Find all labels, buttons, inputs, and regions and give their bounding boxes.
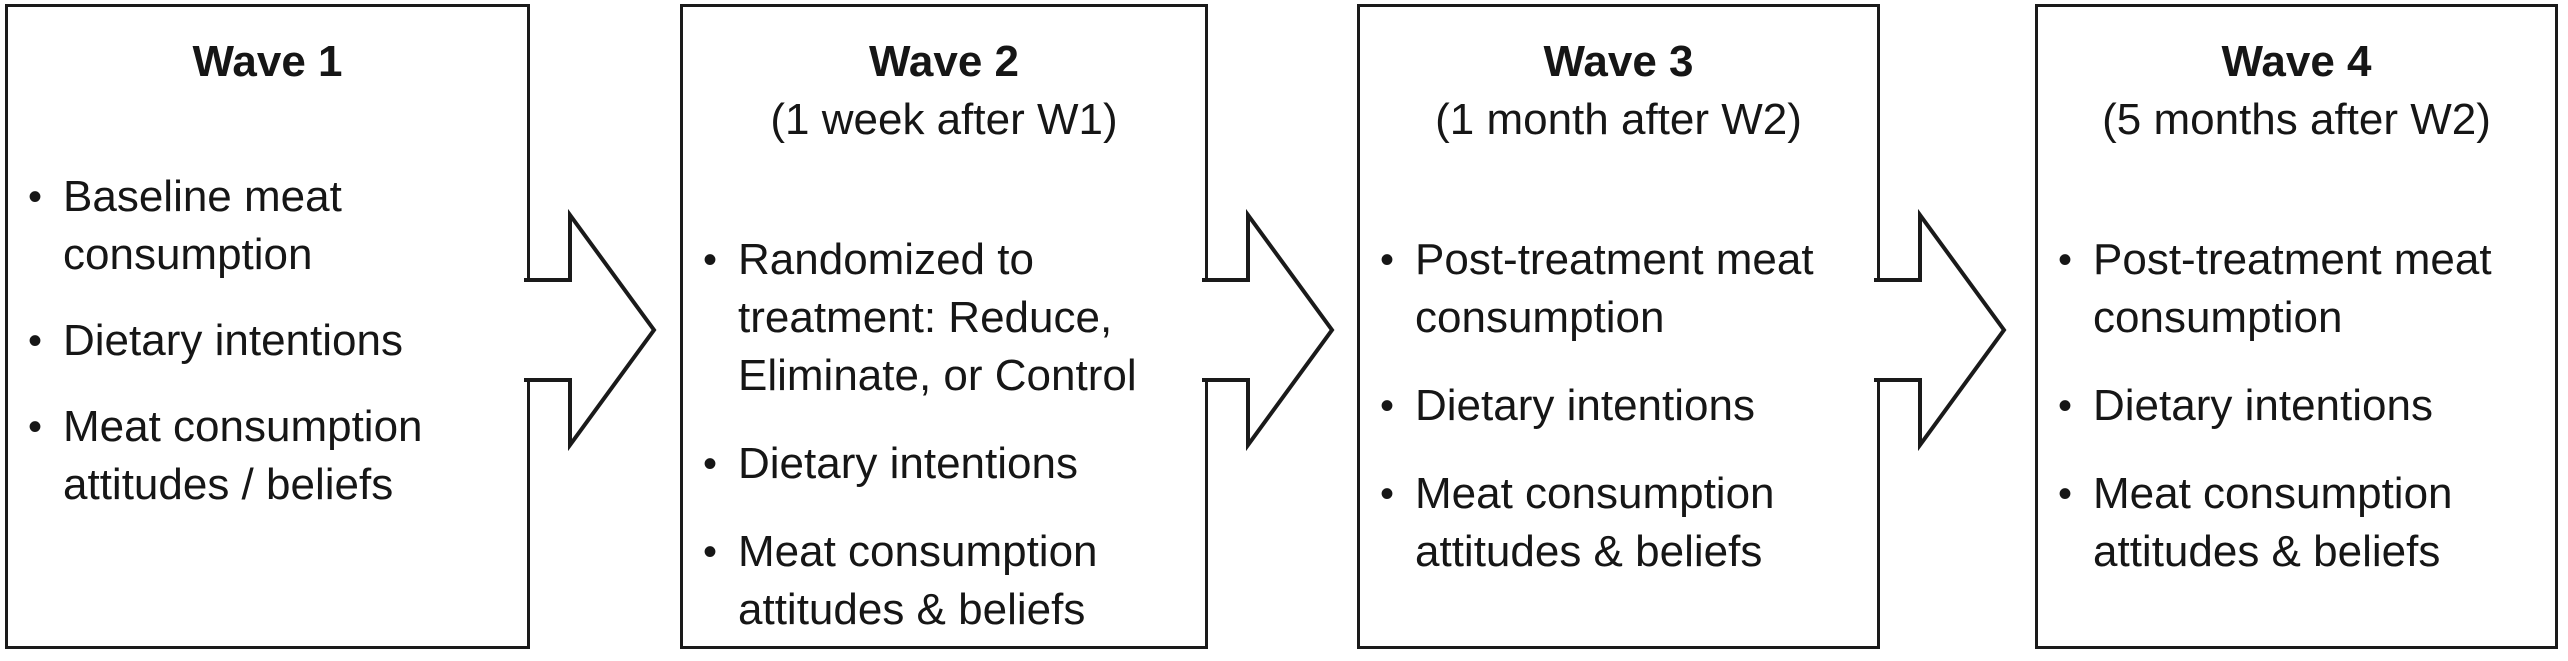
flow-arrow-right-icon	[1202, 208, 1335, 452]
wave-4-subtitle: (5 months after W2)	[2102, 95, 2491, 144]
bullet-item: • Meat consumption attitudes & beliefs	[1368, 465, 1869, 581]
bullet-dot-icon: •	[2058, 384, 2073, 428]
bullet-line: Meat consumption	[738, 527, 1098, 576]
bullet-line: Meat consumption	[2093, 469, 2453, 518]
bullet-item: • Dietary intentions	[691, 435, 1197, 493]
bullet-line: Dietary intentions	[2093, 381, 2433, 430]
bullet-dot-icon: •	[28, 175, 43, 219]
bullet-dot-icon: •	[2058, 238, 2073, 282]
bullet-item: • Meat consumption attitudes & beliefs	[691, 523, 1197, 639]
bullet-line: Meat consumption	[1415, 469, 1775, 518]
bullet-line: consumption	[63, 230, 313, 279]
wave-3-bullet-list: • Post-treatment meat consumption • Diet…	[1368, 231, 1869, 581]
bullet-line: attitudes & beliefs	[1415, 527, 1763, 576]
bullet-line: attitudes & beliefs	[738, 585, 1086, 634]
bullet-line: treatment: Reduce,	[738, 293, 1113, 342]
wave-2-box: Wave 2 (1 week after W1) • Randomized to…	[680, 4, 1208, 649]
bullet-dot-icon: •	[1380, 238, 1395, 282]
bullet-line: consumption	[2093, 293, 2343, 342]
wave-3-box: Wave 3 (1 month after W2) • Post-treatme…	[1357, 4, 1880, 649]
bullet-line: Dietary intentions	[738, 439, 1078, 488]
flow-arrow-right-icon	[1874, 208, 2007, 452]
wave-2-bullet-list: • Randomized to treatment: Reduce, Elimi…	[691, 231, 1197, 639]
bullet-line: Post-treatment meat	[1415, 235, 1814, 284]
bullet-dot-icon: •	[703, 530, 718, 574]
bullet-line: attitudes & beliefs	[2093, 527, 2441, 576]
bullet-line: Meat consumption	[63, 402, 423, 451]
wave-3-title: Wave 3	[1543, 37, 1694, 86]
bullet-item: • Randomized to treatment: Reduce, Elimi…	[691, 231, 1197, 405]
wave-2-subtitle: (1 week after W1)	[770, 95, 1118, 144]
bullet-item: • Post-treatment meat consumption	[2046, 231, 2547, 347]
wave-4-title: Wave 4	[2221, 37, 2372, 86]
wave-4-bullet-list: • Post-treatment meat consumption • Diet…	[2046, 231, 2547, 581]
bullet-dot-icon: •	[1380, 384, 1395, 428]
bullet-line: Post-treatment meat	[2093, 235, 2492, 284]
bullet-line: Dietary intentions	[63, 316, 403, 365]
bullet-item: • Meat consumption attitudes / beliefs	[16, 398, 519, 514]
wave-4-box: Wave 4 (5 months after W2) • Post-treatm…	[2035, 4, 2558, 649]
bullet-item: • Post-treatment meat consumption	[1368, 231, 1869, 347]
bullet-line: consumption	[1415, 293, 1665, 342]
bullet-dot-icon: •	[28, 405, 43, 449]
wave-3-subtitle: (1 month after W2)	[1435, 95, 1802, 144]
bullet-dot-icon: •	[703, 442, 718, 486]
bullet-dot-icon: •	[2058, 472, 2073, 516]
bullet-dot-icon: •	[703, 238, 718, 282]
wave-2-title: Wave 2	[868, 37, 1019, 86]
bullet-dot-icon: •	[1380, 472, 1395, 516]
bullet-item: • Dietary intentions	[2046, 377, 2547, 435]
bullet-item: • Meat consumption attitudes & beliefs	[2046, 465, 2547, 581]
bullet-item: • Dietary intentions	[1368, 377, 1869, 435]
bullet-line: Baseline meat	[63, 172, 342, 221]
bullet-item: • Baseline meat consumption	[16, 168, 519, 284]
bullet-line: Dietary intentions	[1415, 381, 1755, 430]
flow-arrow-right-icon	[524, 208, 657, 452]
wave-1-title: Wave 1	[192, 37, 343, 86]
bullet-line: attitudes / beliefs	[63, 460, 394, 509]
bullet-line: Randomized to	[738, 235, 1034, 284]
bullet-item: • Dietary intentions	[16, 312, 519, 370]
wave-1-box: Wave 1 • Baseline meat consumption • Die…	[5, 4, 530, 649]
bullet-dot-icon: •	[28, 319, 43, 363]
wave-1-bullet-list: • Baseline meat consumption • Dietary in…	[16, 168, 519, 514]
bullet-line: Eliminate, or Control	[738, 351, 1137, 400]
